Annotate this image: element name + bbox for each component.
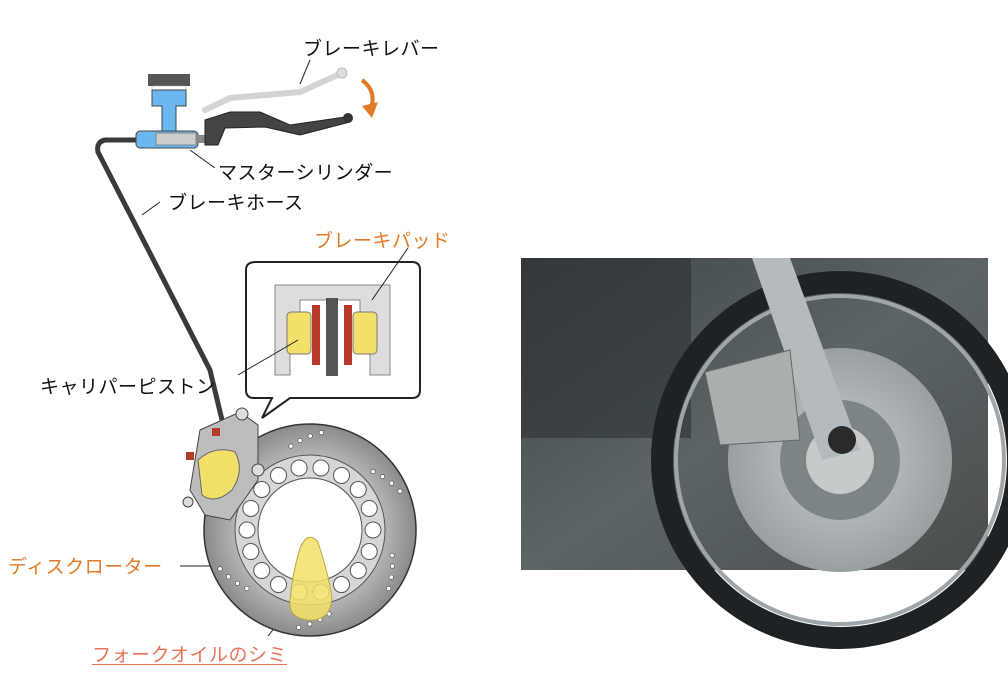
reservoir [151, 89, 187, 134]
label-caliper-piston: キャリパーピストン [40, 376, 216, 398]
rotor-drill-hole [370, 469, 376, 475]
rotor-drill-hole [397, 488, 403, 494]
label-disc-rotor: ディスクローター [8, 556, 163, 578]
brake-disc-section [326, 298, 338, 376]
rotor-drill-hole [389, 563, 395, 569]
rotor-hole [270, 466, 287, 484]
label-fork-oil-stain[interactable]: フォークオイルのシミ [92, 644, 288, 666]
label-brake-hose: ブレーキホース [168, 192, 304, 214]
label-brake-pad: ブレーキパッド [314, 230, 451, 252]
rotor-drill-hole [307, 433, 313, 439]
rotor-drill-hole [380, 474, 386, 480]
piston-left [286, 311, 312, 355]
rotor-hole [312, 459, 330, 477]
rotor-hole [333, 576, 350, 594]
rotor-hole [242, 543, 260, 561]
rotor-drill-hole [296, 624, 302, 630]
rotor-hole [349, 481, 367, 499]
rotor-drill-hole [389, 552, 395, 558]
rotor-hole [360, 543, 378, 561]
reservoir-cap [148, 74, 190, 86]
rotor-drill-hole [307, 621, 313, 627]
rotor-hole [360, 499, 378, 517]
rotor-hole [242, 499, 260, 517]
rotor-hole [364, 521, 382, 539]
rotor-hole [270, 576, 287, 594]
brake-lever-released [202, 71, 343, 113]
rotor-drill-hole [388, 574, 394, 580]
fork-oil-stain [289, 536, 333, 621]
label-master-cylinder: マスターシリンダー [218, 162, 394, 184]
rotor-drill-hole [288, 443, 294, 449]
rotor-hole [349, 561, 367, 579]
rotor-drill-hole [234, 580, 240, 586]
pad-left [312, 305, 320, 365]
rotor-drill-hole [297, 438, 303, 444]
pad-right [344, 305, 352, 365]
disc-rotor [203, 423, 417, 637]
rotor-drill-hole [244, 585, 250, 591]
brake-hose [95, 137, 225, 421]
rotor-hole [290, 459, 308, 477]
rotor-drill-hole [318, 430, 324, 436]
rotor-hole [333, 466, 350, 484]
brake-caliper [182, 407, 265, 521]
rotor-hole [253, 481, 271, 499]
rotor-drill-hole [386, 585, 392, 591]
brake-lever [204, 111, 351, 146]
rotor-drill-hole [389, 480, 395, 486]
rotor-hole [238, 521, 256, 539]
motorcycle-disc-brake-photo [521, 258, 1008, 649]
rotor-drill-hole [217, 566, 223, 572]
rotor-drill-hole [225, 574, 231, 580]
label-brake-lever: ブレーキレバー [303, 38, 440, 60]
piston-right [352, 311, 378, 355]
rotor-hole [253, 561, 271, 579]
